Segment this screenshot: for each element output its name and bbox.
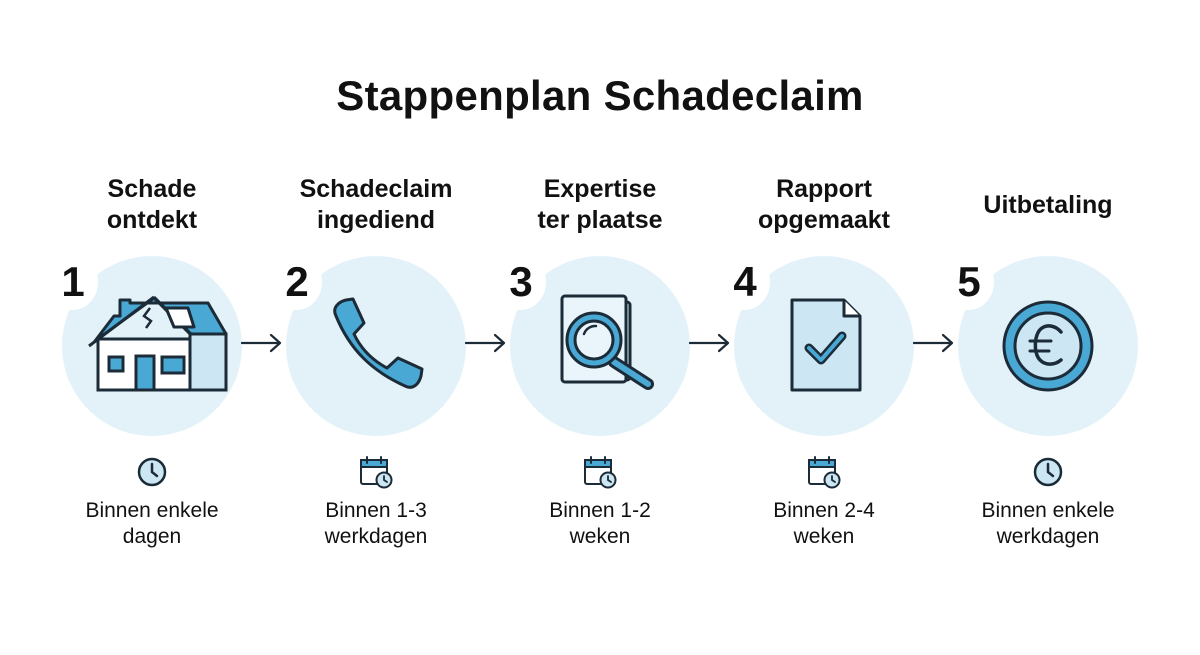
step-5: Uitbetaling 5 Binnen enkele werkdagen bbox=[936, 0, 1160, 655]
magnifier-document-icon bbox=[560, 294, 654, 390]
arrow-right-icon bbox=[464, 333, 506, 353]
step-title-line: Schadeclaim bbox=[299, 175, 453, 203]
clock-icon bbox=[137, 457, 167, 487]
step-title: Expertise ter plaatse bbox=[488, 172, 712, 238]
step-duration: Binnen enkele dagen bbox=[40, 498, 264, 550]
duration-line: Binnen 1-2 bbox=[549, 499, 651, 522]
duration-line: Binnen 2-4 bbox=[773, 499, 875, 522]
step-title-line: ingediend bbox=[316, 206, 436, 234]
duration-line: weken bbox=[569, 525, 631, 548]
step-1: Schade ontdekt 1 Binnen enkele dagen bbox=[40, 0, 264, 655]
step-title-line: ter plaatse bbox=[537, 206, 663, 234]
phone-icon bbox=[333, 297, 424, 389]
step-number: 4 bbox=[720, 254, 770, 310]
duration-line: werkdagen bbox=[996, 525, 1100, 548]
step-number: 1 bbox=[48, 254, 98, 310]
step-title: Rapport opgemaakt bbox=[712, 172, 936, 238]
clock-icon bbox=[1033, 457, 1063, 487]
step-2: Schadeclaim ingediend 2 Binnen 1-3 werkd… bbox=[264, 0, 488, 655]
document-check-icon bbox=[790, 298, 862, 392]
duration-line: weken bbox=[793, 525, 855, 548]
calendar-clock-icon bbox=[360, 456, 393, 489]
calendar-clock-icon bbox=[584, 456, 617, 489]
arrow-right-icon bbox=[688, 333, 730, 353]
step-title-line: Schade bbox=[107, 175, 197, 203]
step-title-line: ontdekt bbox=[106, 206, 198, 234]
duration-line: dagen bbox=[122, 525, 182, 548]
duration-line: werkdagen bbox=[324, 525, 428, 548]
step-3: Expertise ter plaatse 3 Binnen 1-2 weken bbox=[488, 0, 712, 655]
step-title-line: opgemaakt bbox=[758, 206, 890, 234]
step-duration: Binnen 1-2 weken bbox=[488, 498, 712, 550]
duration-line: Binnen enkele bbox=[85, 499, 219, 522]
step-title-line: Expertise bbox=[543, 175, 657, 203]
step-title-line: Rapport bbox=[776, 175, 872, 203]
arrow-right-icon bbox=[240, 333, 282, 353]
duration-line: Binnen 1-3 bbox=[325, 499, 427, 522]
step-duration: Binnen 1-3 werkdagen bbox=[264, 498, 488, 550]
step-duration: Binnen enkele werkdagen bbox=[936, 498, 1160, 550]
step-4: Rapport opgemaakt 4 Binnen 2-4 weken bbox=[712, 0, 936, 655]
step-duration: Binnen 2-4 weken bbox=[712, 498, 936, 550]
calendar-clock-icon bbox=[808, 456, 841, 489]
page-title: Stappenplan Schadeclaim bbox=[336, 72, 864, 119]
step-title-line: Uitbetaling bbox=[983, 190, 1113, 219]
house-icon bbox=[88, 295, 228, 392]
arrow-right-icon bbox=[912, 333, 954, 353]
step-number: 3 bbox=[496, 254, 546, 310]
step-number: 5 bbox=[944, 254, 994, 310]
duration-line: Binnen enkele bbox=[981, 499, 1115, 522]
step-title: Uitbetaling bbox=[936, 172, 1160, 238]
euro-coin-icon bbox=[1002, 300, 1094, 392]
step-title: Schade ontdekt bbox=[40, 172, 264, 238]
step-number: 2 bbox=[272, 254, 322, 310]
step-title: Schadeclaim ingediend bbox=[264, 172, 488, 238]
